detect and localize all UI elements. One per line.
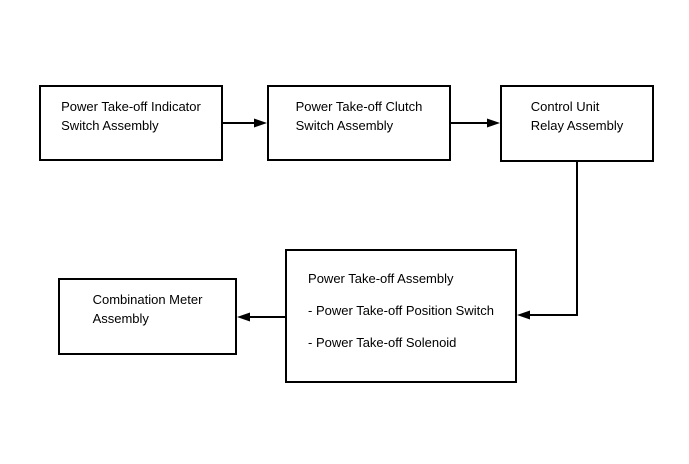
node-sub-item: - Power Take-off Position Switch <box>308 303 494 318</box>
arrow-pto-assembly-to-combination-meter <box>237 312 285 322</box>
node-label-line: Power Take-off Indicator <box>61 99 201 114</box>
node-pto-clutch-switch-assembly: Power Take-off Clutch Switch Assembly <box>267 85 451 161</box>
node-label-line: Assembly <box>92 311 149 326</box>
node-label-line: Control Unit <box>530 99 600 114</box>
arrow-indicator-to-clutch <box>223 118 267 128</box>
node-label: Power Take-off Clutch Switch Assembly <box>296 87 423 159</box>
node-sub-item: - Power Take-off Solenoid <box>308 335 457 350</box>
node-title: Power Take-off Assembly <box>308 271 454 286</box>
node-label-line: Power Take-off Clutch <box>295 99 423 114</box>
arrow-clutch-to-control-unit <box>451 118 500 128</box>
node-label: Power Take-off Assembly - Power Take-off… <box>308 251 494 381</box>
node-label: Control Unit Relay Assembly <box>531 87 623 160</box>
node-label-line: Combination Meter <box>92 292 203 307</box>
arrow-control-unit-to-pto-assembly <box>517 161 578 320</box>
node-label-line: Relay Assembly <box>530 118 624 133</box>
node-label-line: Switch Assembly <box>295 118 394 133</box>
node-label: Combination Meter Assembly <box>93 280 203 353</box>
node-pto-indicator-switch-assembly: Power Take-off Indicator Switch Assembly <box>39 85 223 161</box>
node-label: Power Take-off Indicator Switch Assembly <box>61 87 201 159</box>
node-label-line: Switch Assembly <box>61 118 159 133</box>
node-combination-meter-assembly: Combination Meter Assembly <box>58 278 237 355</box>
node-control-unit-relay-assembly: Control Unit Relay Assembly <box>500 85 654 162</box>
node-pto-assembly: Power Take-off Assembly - Power Take-off… <box>285 249 517 383</box>
